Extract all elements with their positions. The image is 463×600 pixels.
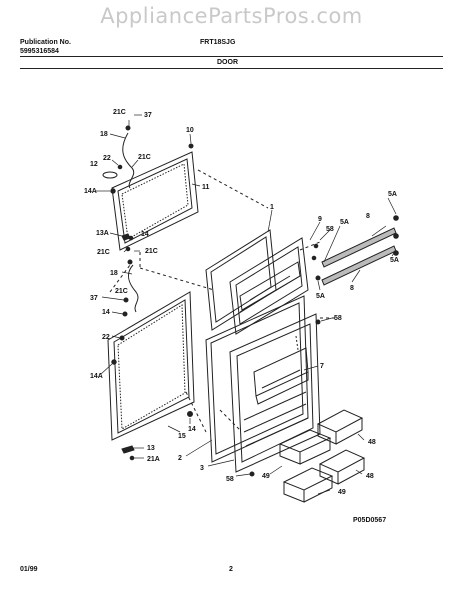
callout-5a: 5A: [390, 257, 399, 264]
callout-14: 14: [188, 426, 196, 433]
callout-21c: 21C: [115, 288, 128, 295]
screw-14a-lower: [111, 359, 117, 365]
hinge-wire-upper: [122, 132, 135, 189]
callout-3: 3: [200, 465, 204, 472]
callout-14a: 14A: [90, 373, 103, 380]
header-rule: [20, 56, 443, 57]
callout-14a: 14A: [84, 188, 97, 195]
callout-13: 13: [147, 445, 155, 452]
callout-labels: 21C 37 18 10 22 21C 12 14A 11 13A 14 21C…: [84, 109, 399, 496]
callout-37: 37: [144, 112, 152, 119]
page-number: 2: [229, 566, 233, 573]
callout-8: 8: [366, 213, 370, 220]
door-bin-48-lower: [318, 449, 366, 485]
callout-1: 1: [270, 204, 274, 211]
hinge-wire-lower: [127, 264, 139, 313]
callout-5a: 5A: [340, 219, 349, 226]
screw-21a: [129, 455, 135, 461]
callout-48: 48: [366, 473, 374, 480]
callout-14: 14: [102, 309, 110, 316]
publication-number: 5995316584: [20, 48, 59, 55]
callout-58: 58: [326, 226, 334, 233]
callout-21c: 21C: [97, 249, 110, 256]
screw-14a-upper: [110, 188, 116, 194]
callout-22: 22: [103, 155, 111, 162]
screw-10: [188, 143, 194, 149]
callout-21c: 21C: [145, 248, 158, 255]
callout-10: 10: [186, 127, 194, 134]
shelf-rail-upper: [321, 215, 399, 268]
callout-58: 58: [226, 476, 234, 483]
screw-22-upper: [117, 164, 123, 170]
callout-18: 18: [100, 131, 108, 138]
door-bin-48-upper: [316, 409, 364, 445]
callout-9: 9: [318, 216, 322, 223]
stop-5a-mid: [315, 275, 321, 281]
callout-21c: 21C: [113, 109, 126, 116]
callout-5a: 5A: [388, 191, 397, 198]
screw-14-upper: [128, 235, 134, 241]
callout-49: 49: [262, 473, 270, 480]
fresh-food-inner-door: [229, 313, 321, 473]
watermark: AppliancePartsPros.com: [100, 4, 363, 28]
screw-37-lower: [123, 297, 129, 303]
section-title: DOOR: [217, 59, 238, 66]
callout-13a: 13A: [96, 230, 109, 237]
callout-8: 8: [350, 285, 354, 292]
door-bin-49-lower: [282, 467, 334, 503]
bottom-hinge-13: [121, 445, 135, 454]
callout-22: 22: [102, 334, 110, 341]
freezer-inner-door: [229, 237, 319, 335]
diagram-code: P05D0567: [353, 517, 387, 524]
callout-18: 18: [110, 270, 118, 277]
fresh-food-door-gasket: [107, 291, 195, 441]
screw-14-lower: [122, 311, 128, 317]
callout-14: 14: [141, 231, 149, 238]
door-bin-49-upper: [278, 429, 332, 465]
callout-49: 49: [338, 489, 346, 496]
callout-12: 12: [90, 161, 98, 168]
screw-14-right: [187, 411, 193, 417]
leader-lines: [96, 114, 397, 495]
callout-58: 58: [334, 315, 342, 322]
callout-5a: 5A: [316, 293, 325, 300]
callout-21c: 21C: [138, 154, 151, 161]
screw-58-mid: [315, 319, 321, 325]
model-number: FRT18SJG: [200, 39, 236, 46]
shelf-rail-lower: [321, 233, 399, 286]
screw-21c-lower: [127, 259, 133, 265]
callout-2: 2: [178, 455, 182, 462]
publication-label: Publication No.: [20, 39, 71, 46]
callout-21a: 21A: [147, 456, 160, 463]
callout-7: 7: [320, 363, 324, 370]
plug-12: [102, 171, 118, 179]
freezer-door-gasket: [111, 151, 199, 251]
assembly-lines: [109, 169, 336, 433]
section-rule: [20, 68, 443, 69]
callout-11: 11: [202, 184, 210, 191]
footer-date: 01/99: [20, 566, 38, 573]
callout-15: 15: [178, 433, 186, 440]
callout-48: 48: [368, 439, 376, 446]
freezer-door-liner: [205, 229, 277, 331]
screw-58-bottom: [249, 471, 255, 477]
callout-37: 37: [90, 295, 98, 302]
screw-21c-upper: [125, 125, 131, 131]
screw-21c-mid: [125, 246, 131, 252]
